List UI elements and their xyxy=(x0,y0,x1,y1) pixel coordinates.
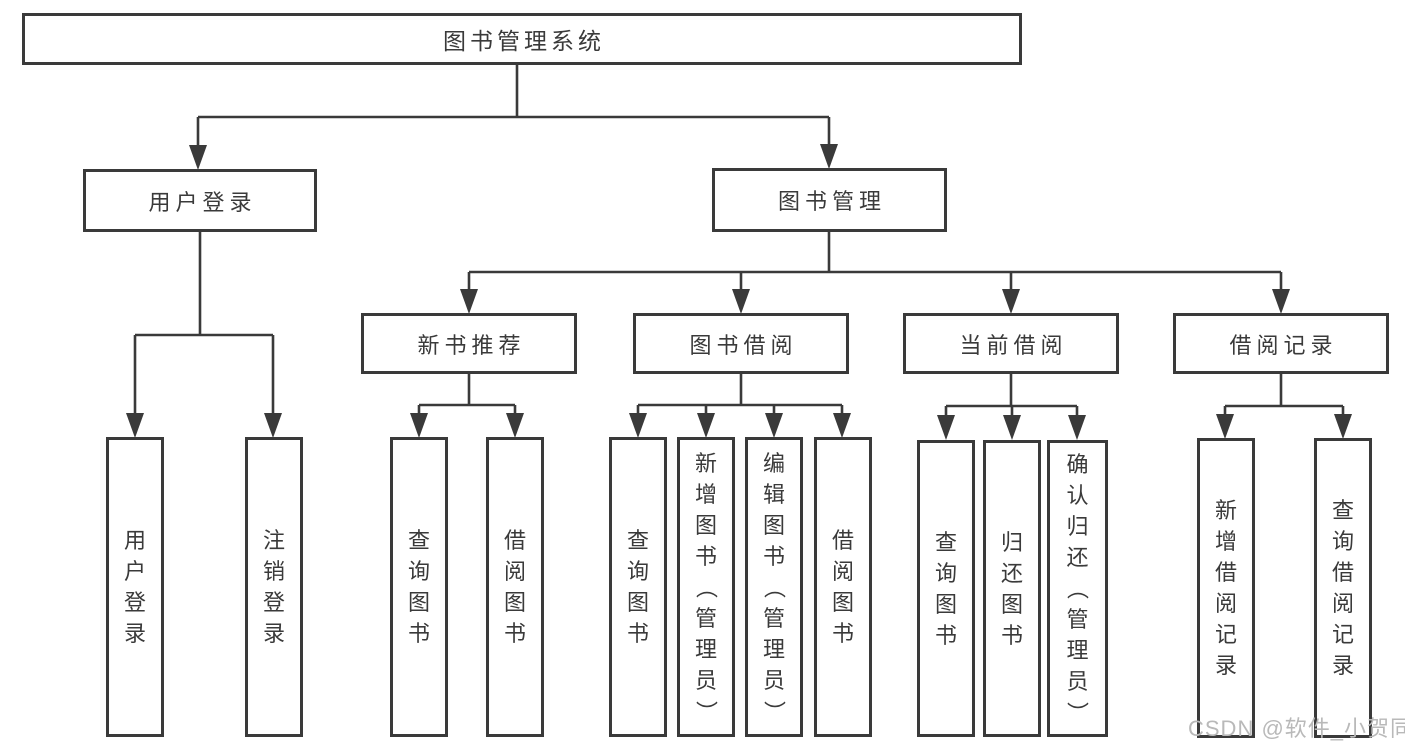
node-label: 图书管理 xyxy=(777,189,886,214)
node-label: 查询借阅记录 xyxy=(1331,498,1354,678)
node-user-login: 用户登录 xyxy=(83,169,317,232)
leaf-query-books-recommend: 查询图书 xyxy=(390,437,448,737)
node-label: 图书管理系统 xyxy=(443,28,605,54)
leaf-return-book: 归还图书 xyxy=(983,440,1041,737)
leaf-query-borrow-record: 查询借阅记录 xyxy=(1314,438,1372,738)
node-label: 编辑图书（管理员） xyxy=(761,450,787,723)
node-label: 用户登录 xyxy=(148,189,257,215)
node-current-borrow: 当前借阅 xyxy=(903,313,1119,374)
leaf-edit-book-admin: 编辑图书（管理员） xyxy=(745,437,803,737)
node-label: 归还图书 xyxy=(1000,529,1023,648)
leaf-add-borrow-record: 新增借阅记录 xyxy=(1197,438,1255,738)
node-label: 用户登录 xyxy=(123,528,146,646)
node-book-borrow: 图书借阅 xyxy=(633,313,849,374)
node-label: 查询图书 xyxy=(626,528,649,646)
leaf-query-books-borrow: 查询图书 xyxy=(609,437,667,737)
leaf-query-books-current: 查询图书 xyxy=(917,440,975,737)
leaf-add-book-admin: 新增图书（管理员） xyxy=(677,437,735,737)
watermark: CSDN @软件_小贺同学 xyxy=(1188,716,1405,741)
node-label: 查询图书 xyxy=(407,528,430,646)
node-label: 借阅图书 xyxy=(831,528,854,646)
node-label: 当前借阅 xyxy=(959,332,1068,358)
node-label: 新书推荐 xyxy=(417,332,526,358)
node-library-management-system: 图书管理系统 xyxy=(22,13,1022,65)
leaf-confirm-return-admin: 确认归还（管理员） xyxy=(1047,440,1108,737)
leaf-borrow-books-recommend: 借阅图书 xyxy=(486,437,544,737)
node-label: 新增借阅记录 xyxy=(1214,498,1237,678)
node-label: 确认归还（管理员） xyxy=(1064,452,1090,724)
leaf-logout-login: 注销登录 xyxy=(245,437,303,737)
node-label: 查询图书 xyxy=(934,529,957,648)
node-label: 图书借阅 xyxy=(689,332,798,358)
leaf-borrow-book: 借阅图书 xyxy=(814,437,872,737)
leaf-user-login: 用户登录 xyxy=(106,437,164,737)
node-new-book-recommend: 新书推荐 xyxy=(361,313,577,374)
node-label: 注销登录 xyxy=(262,528,285,646)
node-label: 借阅图书 xyxy=(503,528,526,646)
node-book-management: 图书管理 xyxy=(712,168,947,232)
node-label: 新增图书（管理员） xyxy=(693,450,719,723)
node-label: 借阅记录 xyxy=(1229,332,1338,358)
node-borrow-records: 借阅记录 xyxy=(1173,313,1389,374)
